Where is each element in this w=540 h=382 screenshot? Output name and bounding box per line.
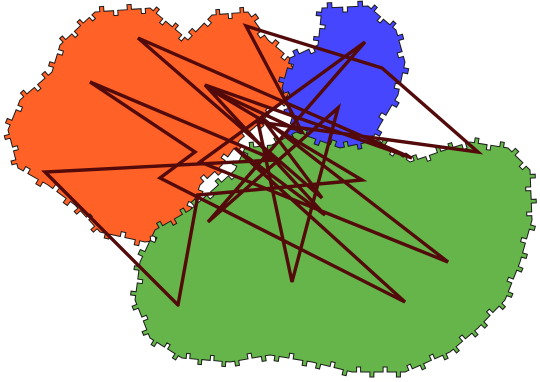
path-layer xyxy=(41,23,484,307)
zigzag-path-line xyxy=(41,23,484,307)
region-orange xyxy=(3,3,297,247)
